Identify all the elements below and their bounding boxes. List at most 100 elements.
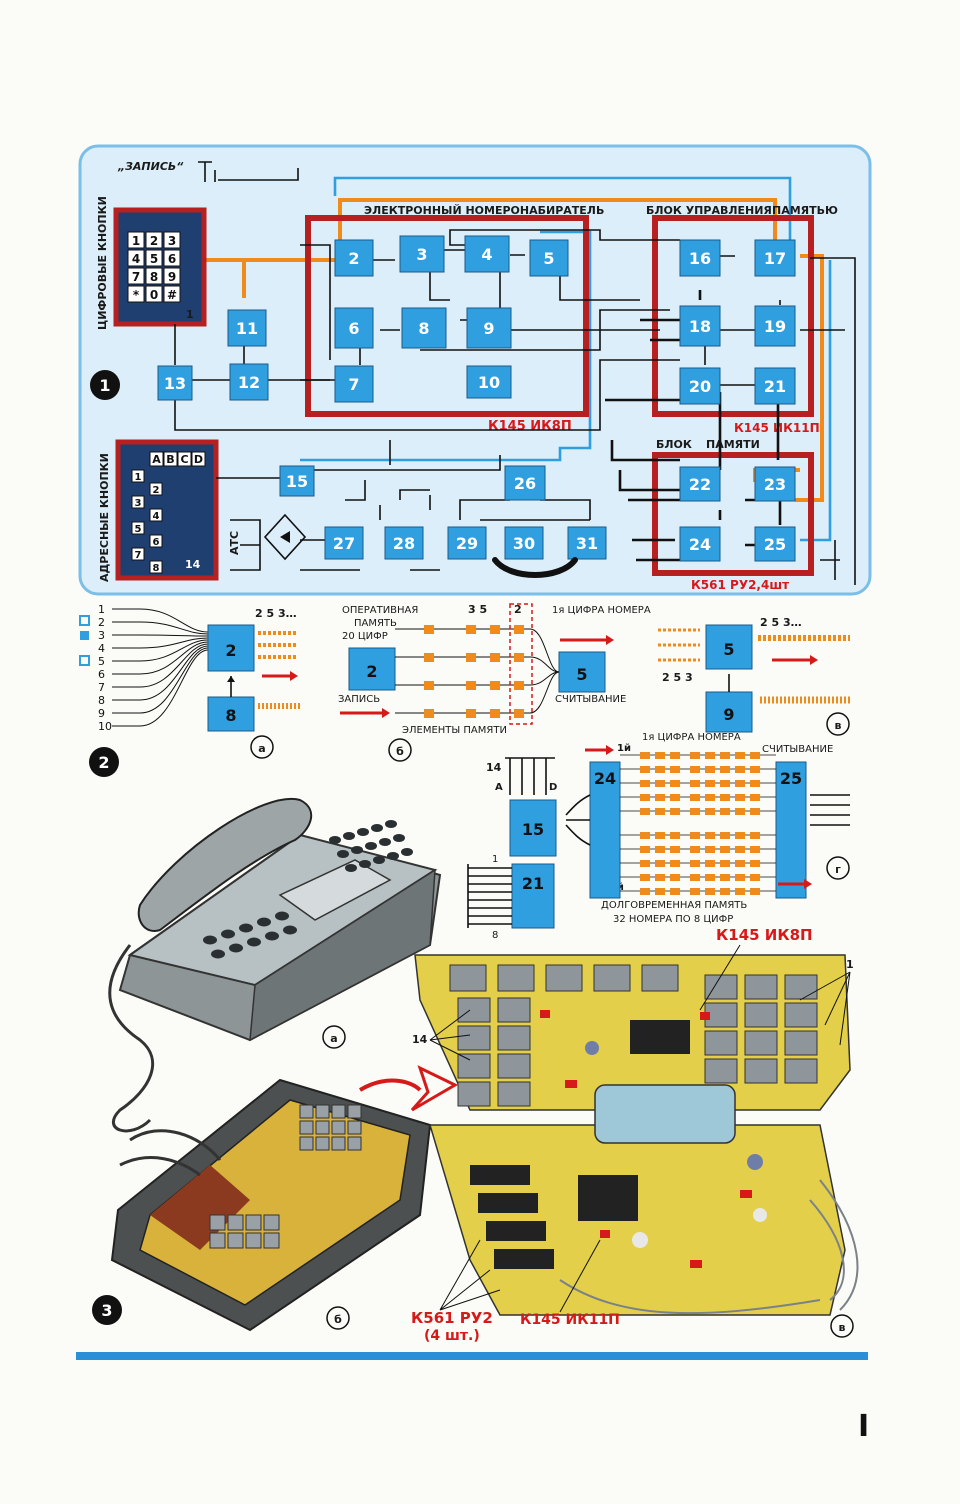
control-chip-frame [652,215,814,417]
keypad-key[interactable] [163,267,181,285]
fig2a-row-label: 9 [98,707,105,720]
handset-symbol [492,557,578,578]
keypad-key[interactable] [163,249,181,267]
fig2b-memory-cells [394,625,560,718]
keypad-key[interactable] [127,267,145,285]
fig2g-memory-cell [655,832,665,839]
fig2b-mem-label-3: 20 ЦИФР [342,631,388,642]
address-key-label: 8 [153,563,160,574]
address-key-label: 2 [153,485,160,496]
keypad-key-label: 2 [150,234,158,248]
address-key-label: 5 [135,524,142,535]
address-key[interactable] [149,508,163,522]
block-19-label: 19 [764,317,786,336]
digit-keypad[interactable] [113,207,207,327]
fig2b-col-selected: 2 [514,603,522,616]
address-key[interactable] [131,495,145,509]
figure-2g: 1я ЦИФРА НОМЕРА СЧИТЫВАНИЕ 1й 32й ДОЛГОВ… [467,732,850,941]
fig2b-write: ЗАПИСЬ [338,694,380,705]
fig2g-memory-cell [735,888,745,895]
keypad-key[interactable] [163,285,181,303]
fig2g-memory-cell [640,808,650,815]
fig2g-memory-cell [670,846,680,853]
block-30 [504,526,544,560]
keypad-key-label: 5 [150,252,158,266]
fig2b-memory-cell [424,709,434,718]
keypad-key[interactable] [145,285,163,303]
address-key[interactable] [131,521,145,535]
fig2g-memory-cell [670,874,680,881]
fig2g-memory-cell [640,752,650,759]
fig3-callout-14: 14 [412,1033,428,1046]
keypad-key[interactable] [145,231,163,249]
block-26 [504,465,546,501]
figure-2b: ОПЕРАТИВНАЯ ПАМЯТЬ 20 ЦИФР 3 5 2 1я ЦИФР… [338,603,651,762]
fig2b-memory-cell [514,681,524,690]
fig2g-memory-cell [750,766,760,773]
phone-key [345,864,357,872]
fig2g-tag: г [835,863,841,876]
keypad-key[interactable] [127,231,145,249]
board-connector [594,1084,736,1144]
address-key[interactable] [131,469,145,483]
memory-title-1: БЛОК [656,438,692,451]
fig2g-memory-cell [705,846,715,853]
address-letter: C [180,453,188,466]
fig2g-memory-cell [655,780,665,787]
fig2a-row-line [112,645,209,701]
open-phone-key [209,1214,226,1231]
fig3a-tag-circle [322,1025,346,1049]
phone-key [379,838,391,846]
fig2g-block-24 [589,761,621,899]
fig2a-tag-circle [250,735,274,759]
board-key [744,974,778,1000]
fig2a-row-label: 3 [98,629,105,642]
address-key[interactable] [149,534,163,548]
fig2g-block-21 [511,863,555,929]
board-key [744,1002,778,1028]
address-key[interactable] [131,547,145,561]
phone-key [401,848,413,856]
block-6-label: 6 [348,319,359,338]
keypad-key[interactable] [163,231,181,249]
fig2g-memory-cell [640,846,650,853]
board-key [704,1030,738,1056]
ats-label: АТС [228,531,241,555]
fig2v-digits-in: 2 5 3 [662,671,693,684]
board-key [457,1081,491,1107]
fig2b-memory-cell [424,625,434,634]
fig2b-memory-cell [466,625,476,634]
fig2a-block-2 [207,624,255,672]
block-27-label: 27 [333,534,355,553]
phone-key [247,937,261,947]
keypad-key[interactable] [127,285,145,303]
memory-chip-package [486,1221,546,1241]
block-13 [157,365,193,401]
fig2v-digits-out: 2 5 3… [760,616,802,629]
address-key[interactable] [149,560,163,574]
fig2b-memory-line [395,656,560,673]
block-20-label: 20 [689,377,711,396]
keypad-key[interactable] [145,249,163,267]
fig2g-memory-cell [655,808,665,815]
fig2b-block-5-label: 5 [576,665,587,684]
keypad-key[interactable] [145,267,163,285]
block-13-label: 13 [164,374,186,393]
keypad-key-label: 9 [168,270,176,284]
fig2b-red-arrowhead-out [606,635,614,645]
fig2a-row-line [112,643,209,688]
fig2a-row-line [112,637,209,649]
fig2g-memory-cell [750,752,760,759]
figure-3: а б [92,797,859,1344]
fig2g-memory-cell [735,874,745,881]
figure-3-badge [92,1295,122,1325]
address-key[interactable] [149,482,163,496]
dialer-title: ЭЛЕКТРОННЫЙ НОМЕРОНАБИРАТЕЛЬ [364,204,604,217]
keypad-key[interactable] [127,249,145,267]
figure-3-number: 3 [101,1301,112,1320]
keypad-key-label: 0 [150,288,158,302]
fig2g-memory-cell [750,860,760,867]
keypad-key-label: 4 [132,252,140,266]
block-8-label: 8 [418,319,429,338]
